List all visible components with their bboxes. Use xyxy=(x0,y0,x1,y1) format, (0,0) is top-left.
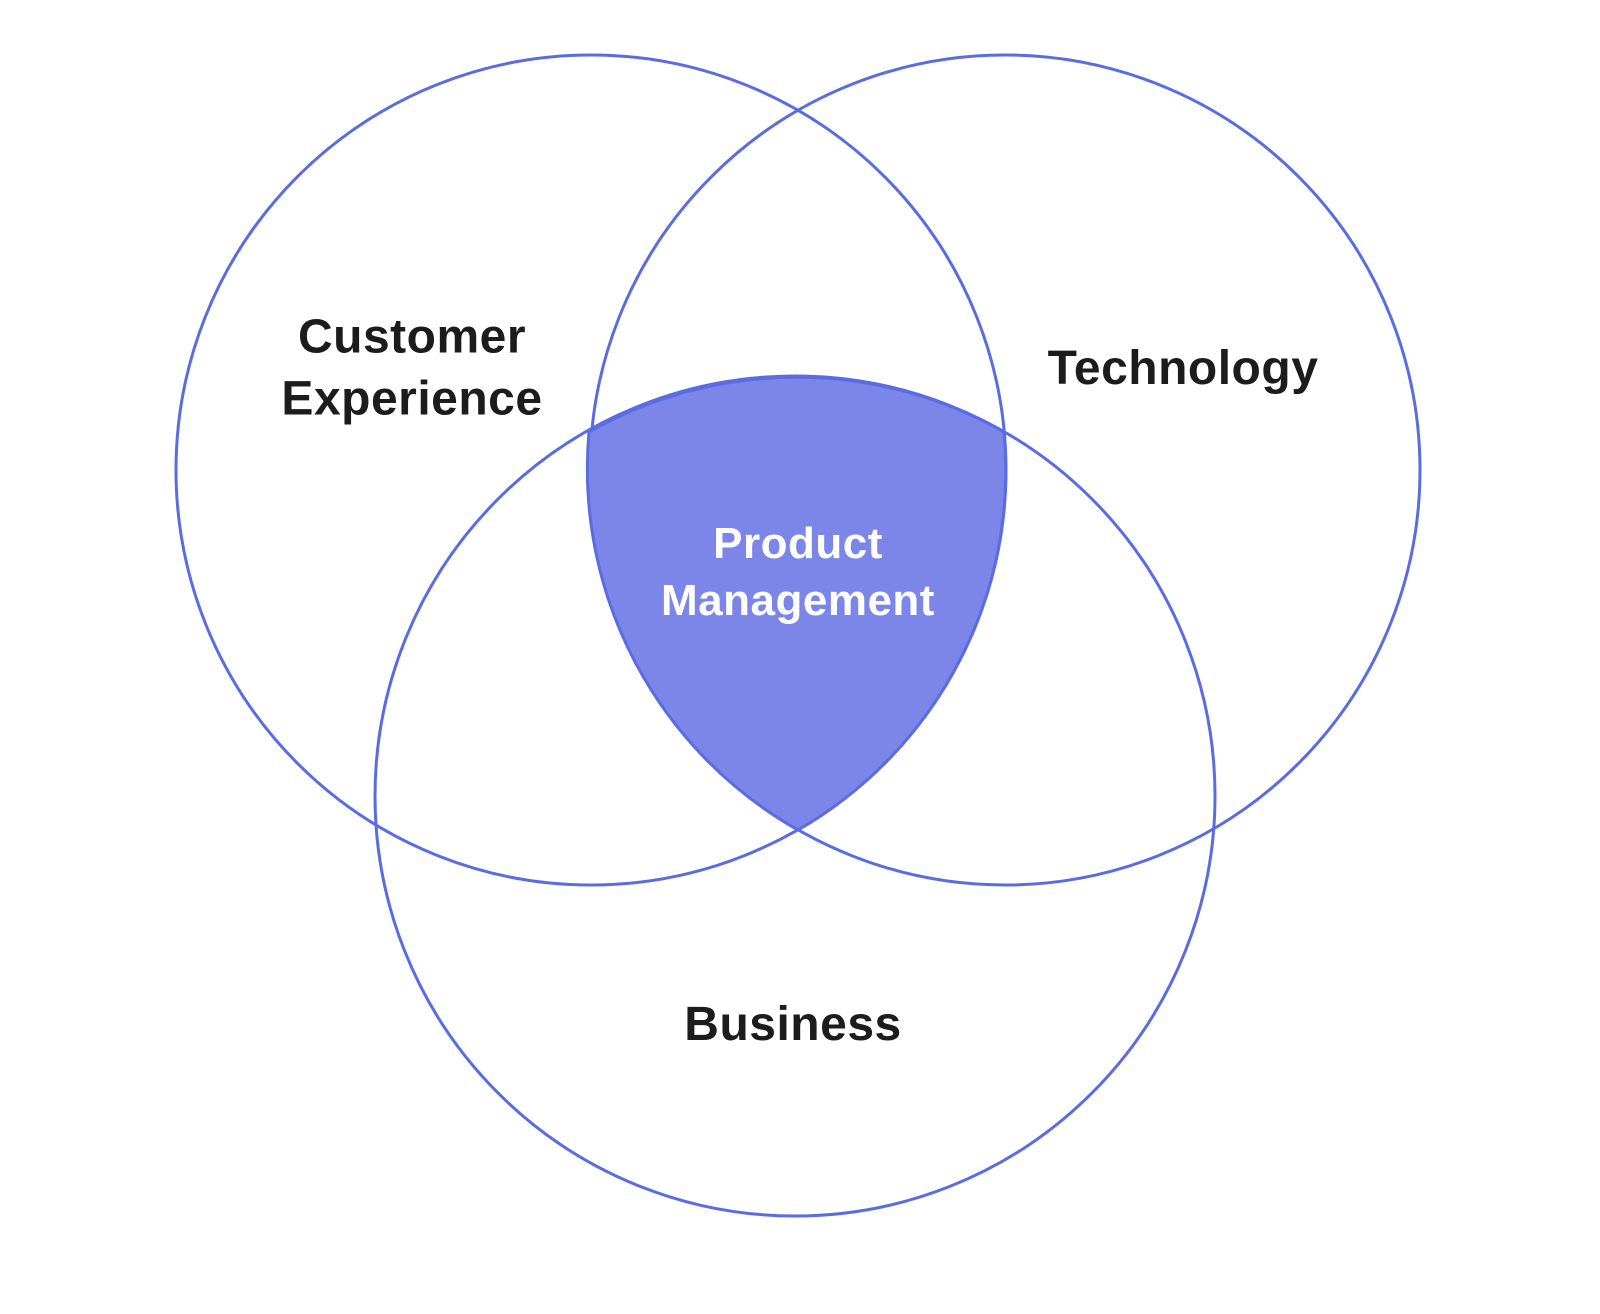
triple-intersection-region xyxy=(585,375,1008,832)
label-product-management: Product Management xyxy=(661,518,935,625)
label-customer-experience: Customer Experience xyxy=(281,310,543,426)
label-business: Business xyxy=(684,997,902,1051)
label-technology: Technology xyxy=(1047,341,1319,395)
